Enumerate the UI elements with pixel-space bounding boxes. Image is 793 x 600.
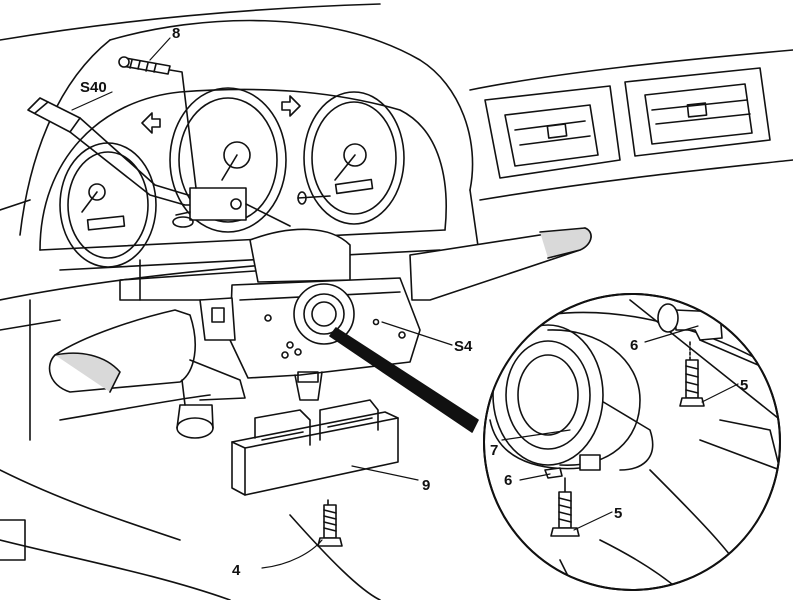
callout-9: 9 bbox=[422, 477, 430, 494]
magnified-detail bbox=[483, 293, 781, 591]
lower-cover-9 bbox=[231, 399, 399, 496]
callout-7: 7 bbox=[490, 442, 498, 459]
callout-6-top: 6 bbox=[630, 337, 638, 354]
magnifier-leader bbox=[329, 327, 479, 433]
callout-8: 8 bbox=[172, 25, 180, 42]
dashboard-outline bbox=[0, 3, 793, 600]
callout-labels: 8 S40 S4 6 5 7 6 5 9 4 bbox=[80, 25, 748, 579]
leader-lines bbox=[71, 37, 739, 569]
callout-s4: S4 bbox=[454, 338, 473, 355]
connector-8 bbox=[118, 56, 331, 228]
air-vents bbox=[484, 67, 771, 179]
callout-6-bottom: 6 bbox=[504, 472, 512, 489]
screw-4 bbox=[317, 499, 343, 547]
callout-5-bottom: 5 bbox=[614, 505, 622, 522]
callout-4: 4 bbox=[232, 562, 241, 579]
instrument-cluster bbox=[39, 87, 447, 271]
callout-5-top: 5 bbox=[740, 377, 748, 394]
callout-s40: S40 bbox=[80, 79, 107, 96]
